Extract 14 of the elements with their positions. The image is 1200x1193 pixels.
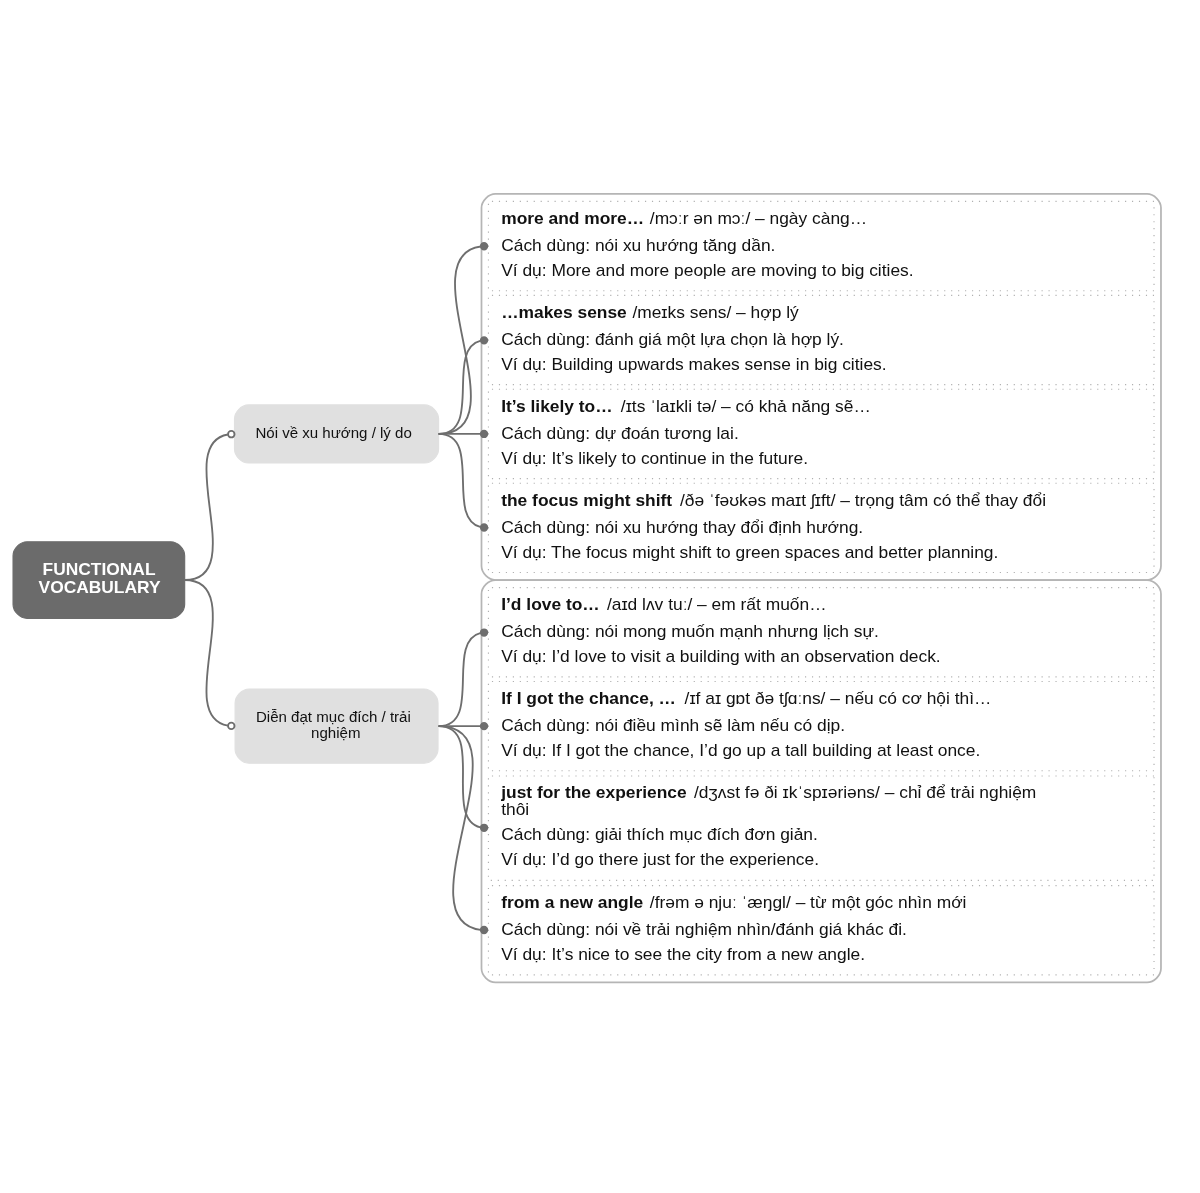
node-box: Nói về xu hướng / lý do (233, 404, 440, 464)
node-box: FUNCTIONAL VOCABULARY (12, 541, 186, 619)
connector (437, 433, 489, 532)
node-box: Diễn đạt mục đích / trải nghiệm (234, 688, 439, 764)
connector (183, 579, 236, 731)
node-box: If I got the chance, … /ɪf aɪ ɡɒt ðə tʃɑːns/ – nếu có cơ hội thì… Cách dùng: nói điều mình sẽ làm nếu có dịp. Ví dụ: If I got the chance, I’d go up a tall building at least once. (487, 680, 1155, 772)
node-box: I’d love to… /aɪd lʌv tuː/ – em rất muốn… Cách dùng: nói mong muốn mạnh nhưng lịch sự. Ví dụ: I’d love to visit a building with an observation deck. (487, 587, 1155, 678)
connector (437, 725, 489, 935)
node-box: just for the experience /dʒʌst fə ði ɪkˈspɪəriəns/ – chỉ để trải nghiệm thôi Cách dùng: giải thích mục đích đơn giản. Ví dụ: I’d go there just for the experience. (487, 775, 1155, 881)
node-box: more and more… /mɔːr ən mɔː/ – ngày càng… Cách dùng: nói xu hướng tăng dần. Ví dụ: More and more people are moving to big cities. (487, 200, 1155, 292)
node-box: …makes sense /meɪks sens/ – hợp lý Cách dùng: đánh giá một lựa chọn là hợp lý. Ví dụ: Building upwards makes sense in big cities. (487, 294, 1155, 386)
node-box: the focus might shift /ðə ˈfəʊkəs maɪt ʃɪft/ – trọng tâm có thể thay đổi Cách dùng: nói xu hướng thay đổi định hướng. Ví dụ: The focus might shift to green spaces and better planning. (487, 482, 1155, 574)
node-box: It’s likely to… /ɪts ˈlaɪkli tə/ – có khả năng sẽ… Cách dùng: dự đoán tương lai. Ví dụ: It’s likely to continue in the future. (487, 388, 1155, 480)
node-box: from a new angle /frəm ə njuː ˈæŋɡl/ – từ một góc nhìn mới Cách dùng: nói về trải nghiệm nhìn/đánh giá khác đi. Ví dụ: It’s nice to see the city from a new angle. (487, 885, 1155, 976)
